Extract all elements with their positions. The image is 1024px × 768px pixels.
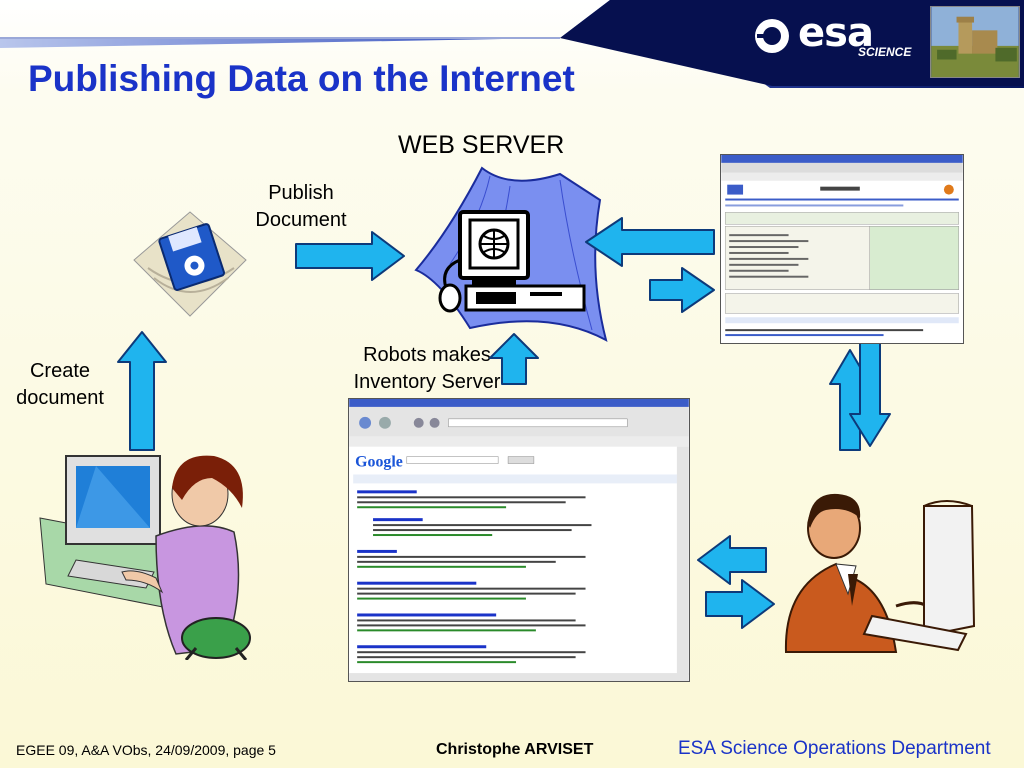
footer-department: ESA Science Operations Department [678,738,991,759]
publish-document-label: Publish Document [255,182,347,231]
arrow-man-to-google [697,535,767,585]
svg-text:Google: Google [355,454,403,471]
web-server-icon [414,166,608,342]
arrow-robots-up [489,333,539,385]
floppy-disk-icon [133,211,247,317]
esa-logo-text: esa [798,10,874,56]
esa-logo-subtitle: SCIENCE [858,45,912,59]
web-server-label: WEB SERVER [398,131,565,159]
footer-event-info: EGEE 09, A&A VObs, 24/09/2009, page 5 [16,742,276,758]
footer-author: Christophe ARVISET [436,741,594,758]
esa-logo [755,19,789,53]
castle-photo [930,6,1020,78]
arrow-server-to-vizier [649,267,715,313]
google-browser-screenshot: Google [348,398,690,682]
robots-inventory-label: Robots makes Inventory Server [353,344,501,393]
create-document-label: Create document [16,360,104,409]
slide-title: Publishing Data on the Internet [28,58,575,99]
arrow-vizier-to-server [585,217,715,267]
arrow-create-up [117,331,167,451]
arrow-man-down [849,337,891,447]
vizier-browser-screenshot [720,154,964,344]
man-at-computer-icon [784,493,976,653]
woman-at-computer-icon [39,455,251,660]
arrow-google-to-man [705,579,775,629]
arrow-publish [295,231,405,281]
